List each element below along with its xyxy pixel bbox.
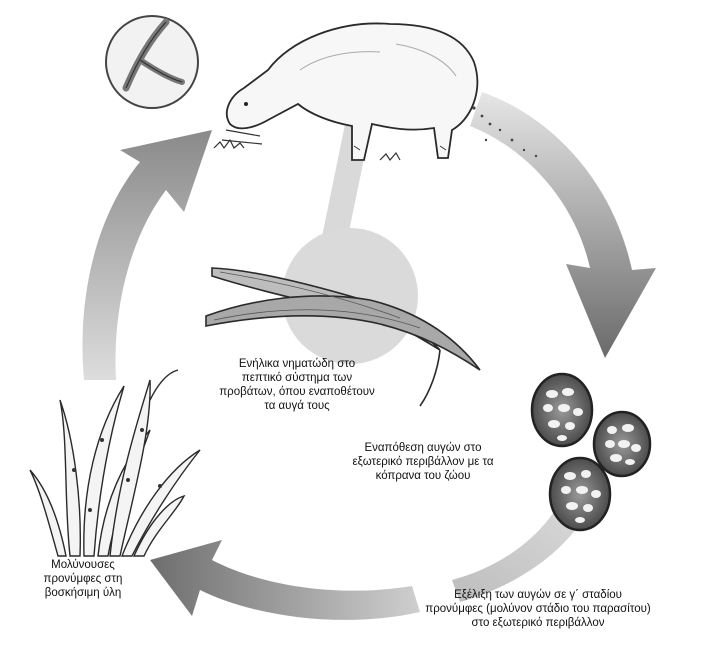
egg-2 (592, 410, 652, 478)
caption-line: τα αυγά τους (264, 400, 330, 412)
caption-line: Εξέλιξη των αυγών σε γ΄ σταδίου (454, 589, 622, 601)
caption-infective-larvae: Μολύνουσες προνύμφες στη βοσκήσιμη ύλη (28, 558, 138, 600)
caption-line: Μολύνουσες (51, 559, 115, 571)
caption-adult-nematodes: Ενήλικα νηματώδη στο πεπτικό σύστημα των… (218, 357, 376, 413)
nematode-eggs (530, 372, 652, 532)
caption-line: Ενήλικα νηματώδη στο (238, 358, 356, 370)
caption-line: προβάτων, όπου εναποθέτουν (219, 386, 375, 398)
arrow-pasture-to-sheep (82, 130, 212, 380)
grass-with-larvae-illustration (29, 369, 201, 557)
caption-line: εξωτερικό περιβάλλον με τα (352, 456, 494, 468)
caption-line: στο εξωτερικό περιβάλλον (471, 617, 605, 629)
arrow-development-to-pasture (150, 540, 420, 620)
caption-egg-development: Εξέλιξη των αυγών σε γ΄ σταδίου προνύμφε… (398, 588, 678, 630)
caption-line: πεπτικό σύστημα των (241, 372, 353, 384)
adult-nematodes-illustration (205, 267, 481, 407)
caption-line: προνύμφες (μολύνον στάδιο του παρασίτου) (425, 603, 651, 615)
caption-line: Εναπόθεση αυγών στο (364, 442, 482, 454)
caption-line: βοσκήσιμη ύλη (44, 587, 122, 599)
sheep-illustration (213, 22, 538, 161)
egg-1 (530, 372, 594, 448)
larva-magnified-inset (105, 15, 199, 109)
caption-line: κόπρανα του ζώου (375, 470, 471, 482)
egg-3 (548, 456, 612, 532)
arrow-sheep-to-eggs (470, 92, 656, 358)
caption-egg-deposition: Εναπόθεση αυγών στο εξωτερικό περιβάλλον… (338, 441, 508, 483)
caption-line: προνύμφες στη (43, 573, 123, 585)
